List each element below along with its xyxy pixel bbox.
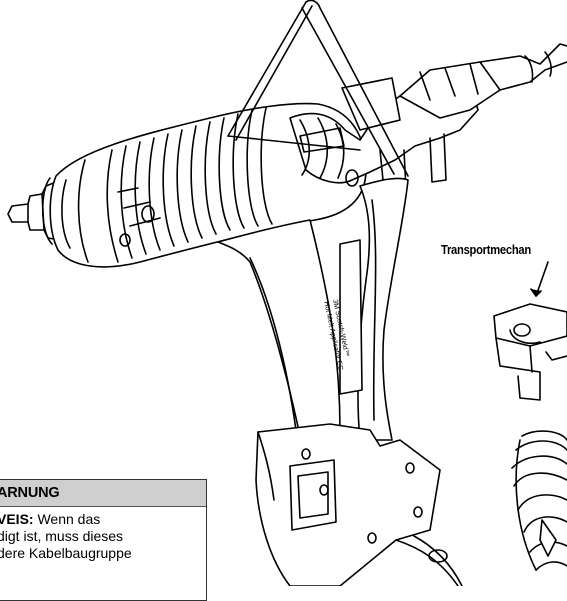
handle — [217, 169, 409, 441]
warning-line-1-text: Wenn das — [33, 511, 101, 527]
transport-mechanism-label: Transportmechan — [441, 242, 531, 257]
warning-body: VEIS: Wenn das digt ist, muss dieses der… — [0, 507, 206, 562]
warning-line-1: VEIS: Wenn das — [0, 511, 206, 528]
nozzle — [7, 177, 61, 245]
coil-detail — [511, 430, 567, 571]
callout-arrow — [530, 261, 549, 297]
warning-line-2: digt ist, muss dieses — [0, 528, 124, 544]
warning-line-3: dere Kabelbaugruppe — [0, 545, 132, 561]
warning-note-label: VEIS: — [0, 511, 34, 527]
heater-barrel — [49, 102, 367, 268]
warning-header: ARNUNG — [0, 480, 206, 507]
power-base — [255, 423, 463, 586]
glue-gun-illustration: 3M Scotch-Weld™ Hot Melt Applicator EC — [7, 0, 567, 586]
warning-box: ARNUNG VEIS: Wenn das digt ist, muss die… — [0, 479, 207, 601]
wire-stand — [227, 0, 409, 177]
transport-mechanism-detail — [493, 303, 567, 401]
